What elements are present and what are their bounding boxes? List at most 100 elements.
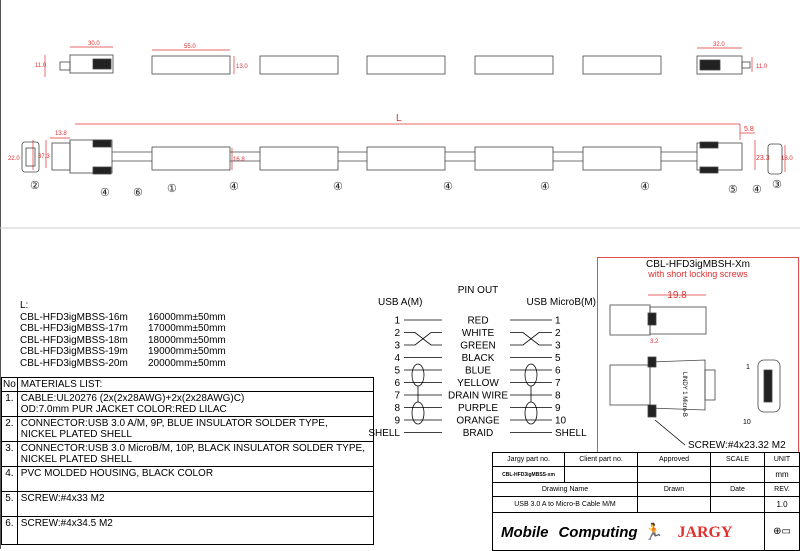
dimension-lines — [32, 46, 786, 172]
material-row: 1.CABLE:UL20276 (2x(2x28AWG)+2x(2x28AWG)… — [1, 391, 375, 417]
material-no: 5. — [1, 491, 18, 517]
callout-4: ④ — [752, 184, 762, 196]
client-part-label: Client part no. — [564, 452, 638, 467]
logo-mobile: Mobile — [501, 523, 549, 541]
top-views — [59, 54, 751, 75]
material-row: 3.CONNECTOR:USB 3.0 MicroB/M, 10P, BLACK… — [1, 441, 375, 467]
pin-left: 5 — [394, 366, 400, 377]
runner-icon: 🏃 — [643, 523, 664, 541]
pin-left: 4 — [394, 353, 400, 364]
callout-2: ② — [30, 180, 40, 192]
logos: Mobile Computing 🏃 JARGY — [492, 512, 765, 551]
dim-b-front: 5.8 — [744, 126, 754, 133]
material-desc: PVC MOLDED HOUSING, BLACK COLOR — [16, 466, 375, 492]
no-header: No — [1, 377, 18, 392]
length-value: 18000mm±50mm — [148, 334, 226, 346]
dim-mold-len: 55.0 — [184, 44, 196, 50]
variant-box — [597, 257, 799, 453]
callout-4: ④ — [229, 181, 239, 193]
approved-cell — [637, 466, 711, 483]
pin-left: 1 — [394, 316, 400, 327]
jargy-part: CBL-HFD3igMBSS-xm — [492, 466, 565, 483]
material-row: 2.CONNECTOR:USB 3.0 A/M, 9P, BLUE INSULA… — [1, 416, 375, 442]
dim-a-front: 13.8 — [55, 131, 67, 137]
date-label: Date — [710, 482, 765, 497]
pin-left: 7 — [394, 391, 400, 402]
wire-color: RED — [467, 316, 488, 327]
pin-left: SHELL — [368, 428, 400, 439]
length-row: CBL-HFD3igMBSS-20m 20000mm±50mm — [20, 358, 226, 370]
projection-symbol-icon: ⊕▭ — [764, 512, 800, 551]
twisted-pair-cross — [404, 332, 442, 346]
twisted-pair-cross — [510, 332, 552, 346]
callout-4: ④ — [443, 181, 453, 193]
material-line2: NICKEL PLATED SHELL — [20, 454, 132, 465]
material-row: 4.PVC MOLDED HOUSING, BLACK COLOR — [1, 466, 375, 492]
pin-right: 7 — [555, 378, 561, 389]
pin-right: 1 — [555, 316, 561, 327]
length-value: 17000mm±50mm — [148, 323, 226, 334]
cable-side-view — [21, 139, 783, 175]
callout-6: ⑥ — [133, 187, 143, 199]
logo-jargy: JARGY — [677, 523, 733, 541]
wire-color: YELLOW — [457, 378, 499, 389]
unit: mm — [764, 466, 800, 483]
scale-label: SCALE — [710, 452, 765, 467]
part-number: CBL-HFD3igMBSS-18m — [20, 334, 128, 346]
wire-color: BLACK — [462, 353, 495, 364]
rev-label: REV. — [764, 482, 800, 497]
material-desc: CONNECTOR:USB 3.0 A/M, 9P, BLUE INSULATO… — [16, 416, 375, 442]
pin-right: 10 — [555, 416, 567, 427]
dim-b-height: 23.3 — [756, 155, 770, 162]
dim-b-h: 11.0 — [756, 64, 768, 70]
length-value: 20000mm±50mm — [148, 357, 226, 369]
material-desc: SCREW:#4x34.5 M2 — [16, 516, 375, 545]
wire-color: PURPLE — [458, 403, 498, 414]
callout-1: ① — [167, 183, 177, 195]
scale-cell — [710, 466, 765, 483]
jargy-part-label: Jargy part no. — [492, 452, 565, 467]
pin-right: 9 — [555, 403, 561, 414]
callout-5: ⑤ — [728, 184, 738, 196]
callouts: ② ④ ⑥ ① ④ ④ ④ ④ ④ ⑤ ④ ③ — [30, 179, 782, 199]
variant-drawing — [609, 294, 781, 446]
pin-right: SHELL — [555, 428, 587, 439]
callout-4: ④ — [333, 181, 343, 193]
material-desc: CABLE:UL20276 (2x(2x28AWG)+2x(2x28AWG)C)… — [16, 391, 375, 417]
approved-label: Approved — [637, 452, 711, 467]
material-no: 2. — [1, 416, 18, 442]
material-line2: OD:7.0mm PUR JACKET COLOR:RED LILAC — [20, 404, 227, 415]
pinout-left-title: USB A(M) — [378, 297, 422, 308]
dim-a-len: 30.0 — [88, 41, 100, 47]
drawing-name-label: Drawing Name — [492, 482, 638, 497]
dim-b-face: 18.0 — [781, 156, 793, 162]
pin-right: 2 — [555, 328, 561, 339]
length-value: 19000mm±50mm — [148, 346, 226, 357]
variant-dim-h: 3.2 — [650, 339, 659, 345]
client-part-cell — [564, 466, 638, 483]
pinout-right-title: USB MicroB(M) — [527, 297, 596, 308]
variant-dim-len: 19.8 — [667, 290, 687, 301]
length-heading: L: — [20, 300, 29, 311]
dim-a-h: 11.0 — [35, 63, 47, 69]
pin-left: 9 — [394, 416, 400, 427]
pin-right: 5 — [555, 353, 561, 364]
part-number: CBL-HFD3igMBSS-20m — [20, 357, 128, 369]
pin-left: 6 — [394, 378, 400, 389]
material-line1: CABLE:UL20276 (2x(2x28AWG)+2x(2x28AWG)C) — [20, 393, 245, 404]
drawn-label: Drawn — [637, 482, 711, 497]
dim-mold-h: 13.0 — [236, 64, 248, 70]
wire-color: WHITE — [462, 328, 495, 339]
wire-color: DRAIN WIRE — [448, 391, 508, 402]
materials-header: MATERIALS LIST: — [16, 377, 375, 392]
part-number: CBL-HFD3igMBSS-16m — [20, 311, 128, 323]
material-line1: CONNECTOR:USB 3.0 A/M, 9P, BLUE INSULATO… — [20, 418, 328, 429]
variant-pin1: 1 — [746, 364, 750, 371]
wire-color: BRAID — [463, 428, 494, 439]
drawn-cell — [637, 496, 711, 513]
